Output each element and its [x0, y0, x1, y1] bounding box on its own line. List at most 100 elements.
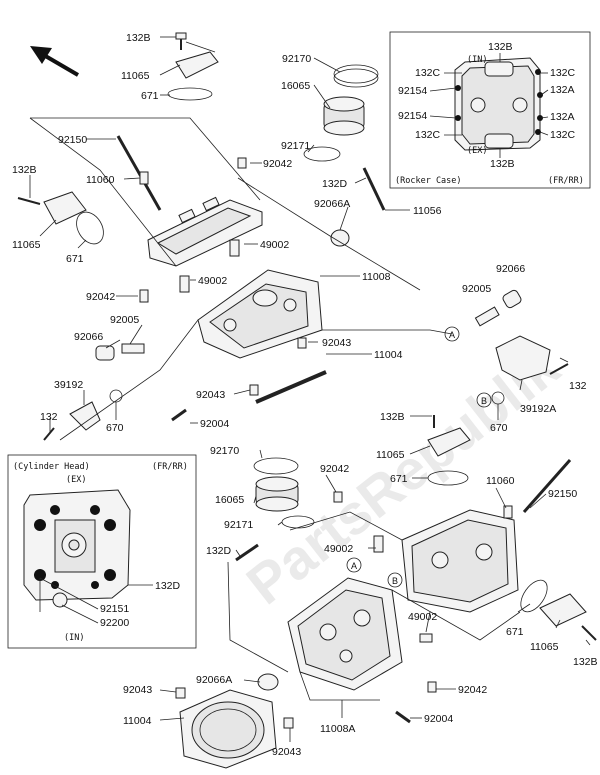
- rocker-label-132B-bottom: 132B: [490, 158, 515, 170]
- label-671-left: 671: [66, 253, 84, 265]
- bolt-132D-top-drawing: [362, 167, 386, 211]
- svg-text:A: A: [351, 561, 357, 571]
- label-11065-mid: 11065: [376, 449, 405, 461]
- label-92066A-bottom: 92066A: [196, 674, 232, 686]
- pin-92042-bottom-drawing: [427, 681, 437, 693]
- cylinder-head-inset-frame: [7, 454, 197, 649]
- cap-cover-lower-right-drawing: [520, 579, 597, 641]
- cylinder-head-inset: (Cylinder Head) (FR/RR) (EX) (IN) 132D 9…: [7, 454, 197, 649]
- label-92043-a: 92043: [322, 337, 351, 349]
- label-11065-left: 11065: [12, 239, 41, 251]
- gasket-11060-upper-drawing: [139, 171, 149, 185]
- label-11056: 11056: [413, 205, 442, 217]
- dowel-49002-b-drawing: [179, 275, 190, 293]
- part-labels: 132B 11065 671 92170 16065 92171 92042 1…: [12, 32, 598, 758]
- intake-joint-lower-drawing: [253, 457, 315, 529]
- rocker-case-inset-frame: [389, 31, 591, 189]
- label-92170-top: 92170: [282, 53, 311, 65]
- label-92150-top: 92150: [58, 134, 87, 146]
- dowel-92043-c-drawing: [175, 687, 186, 699]
- label-11065-bottom: 11065: [530, 641, 559, 653]
- callout-a-lower: A: [346, 557, 362, 573]
- label-671-top: 671: [141, 90, 159, 102]
- label-670-right: 670: [490, 422, 508, 434]
- label-92171-top: 92171: [281, 140, 310, 152]
- label-92042-mid: 92042: [320, 463, 349, 475]
- label-92043-c: 92043: [123, 684, 152, 696]
- cylinder-label-132D: 132D: [155, 580, 181, 592]
- label-49002-c: 49002: [324, 543, 353, 555]
- cylinder-head-11008A-drawing: [287, 577, 403, 691]
- cap-cover-upper-drawing: [167, 32, 219, 101]
- label-671-bottom: 671: [506, 626, 524, 638]
- label-39192: 39192: [54, 379, 83, 391]
- label-11060-top: 11060: [86, 174, 115, 186]
- label-671-mid: 671: [390, 473, 408, 485]
- label-92066A-top: 92066A: [314, 198, 350, 210]
- label-11065-top: 11065: [121, 70, 150, 82]
- cylinder-head-variant: (FR/RR): [152, 462, 188, 472]
- svg-text:A: A: [449, 330, 455, 340]
- cylinder-head-ex-label: (EX): [66, 475, 86, 485]
- rocker-label-132C-4: 132C: [550, 129, 576, 141]
- callout-b-upper: B: [476, 392, 492, 408]
- cylinder-head-in-label: (IN): [64, 633, 84, 643]
- svg-text:B: B: [392, 576, 398, 586]
- label-92005-right: 92005: [462, 283, 491, 295]
- label-49002-a: 49002: [260, 239, 289, 251]
- label-92170-bottom: 92170: [210, 445, 239, 457]
- rocker-label-132C-1: 132C: [415, 67, 441, 79]
- tube-92005-left-drawing: [121, 343, 145, 354]
- cap-92066-left-drawing: [95, 345, 115, 361]
- label-132B-left: 132B: [12, 164, 37, 176]
- rocker-label-92154-1: 92154: [398, 85, 427, 97]
- dowel-49002-a-drawing: [229, 239, 240, 257]
- callout-b-lower: B: [387, 572, 403, 588]
- rocker-label-132A-1: 132A: [550, 84, 575, 96]
- pin-92042-top-drawing: [237, 157, 247, 169]
- label-16065-top: 16065: [281, 80, 310, 92]
- label-132-left: 132: [40, 411, 58, 423]
- rocker-label-132C-3: 132C: [415, 129, 441, 141]
- label-132B-bottom: 132B: [573, 656, 598, 668]
- intake-joint-upper-drawing: [303, 64, 379, 162]
- label-132B-mid: 132B: [380, 411, 405, 423]
- cylinder-head-title: (Cylinder Head): [13, 462, 90, 472]
- rocker-label-132B-top: 132B: [488, 41, 513, 53]
- gasket-11004-top-drawing: [255, 370, 327, 404]
- label-92171-bottom: 92171: [224, 519, 253, 531]
- rocker-case-inset: 132B (IN) 132C 132C 92154 132A 92154 132…: [389, 31, 591, 189]
- label-670-left: 670: [106, 422, 124, 434]
- label-39192A: 39192A: [520, 403, 556, 415]
- dowel-92043-d-drawing: [283, 717, 294, 729]
- label-11008: 11008: [362, 271, 391, 283]
- label-92150-mid: 92150: [548, 488, 577, 500]
- stud-92004-bottom-drawing: [395, 710, 411, 724]
- rocker-in-label: (IN): [467, 55, 487, 65]
- bolt-92150-mid-drawing: [522, 459, 572, 513]
- rocker-cover-upper-drawing: [147, 196, 263, 267]
- label-92066-right: 92066: [496, 263, 525, 275]
- cylinder-head-top-view-drawing: [23, 489, 131, 608]
- label-11004-bottom: 11004: [123, 715, 152, 727]
- head-gasket-11004-bottom-drawing: [179, 689, 277, 769]
- label-92066-left: 92066: [74, 331, 103, 343]
- bolt-132D-bottom-drawing: [235, 543, 259, 562]
- bolt-132-left-drawing: [43, 427, 55, 441]
- label-92043-b: 92043: [196, 389, 225, 401]
- label-92042-bottom: 92042: [458, 684, 487, 696]
- fitting-39192-drawing: [69, 401, 101, 431]
- bolt-92150-upper-drawing: [116, 135, 162, 211]
- rocker-case-title: (Rocker Case): [395, 176, 462, 186]
- callout-a-upper: A: [444, 326, 460, 342]
- rocker-cover-drawing: [454, 57, 543, 151]
- label-92042-top: 92042: [263, 158, 292, 170]
- pin-92042-left-drawing: [139, 289, 149, 303]
- label-92043-d: 92043: [272, 746, 301, 758]
- label-132D-bottom: 132D: [206, 545, 232, 557]
- rocker-ex-label: (EX): [467, 146, 487, 156]
- rocker-label-132C-2: 132C: [550, 67, 576, 79]
- rocker-label-92154-2: 92154: [398, 110, 427, 122]
- label-11004-top: 11004: [374, 349, 403, 361]
- svg-text:B: B: [481, 396, 487, 406]
